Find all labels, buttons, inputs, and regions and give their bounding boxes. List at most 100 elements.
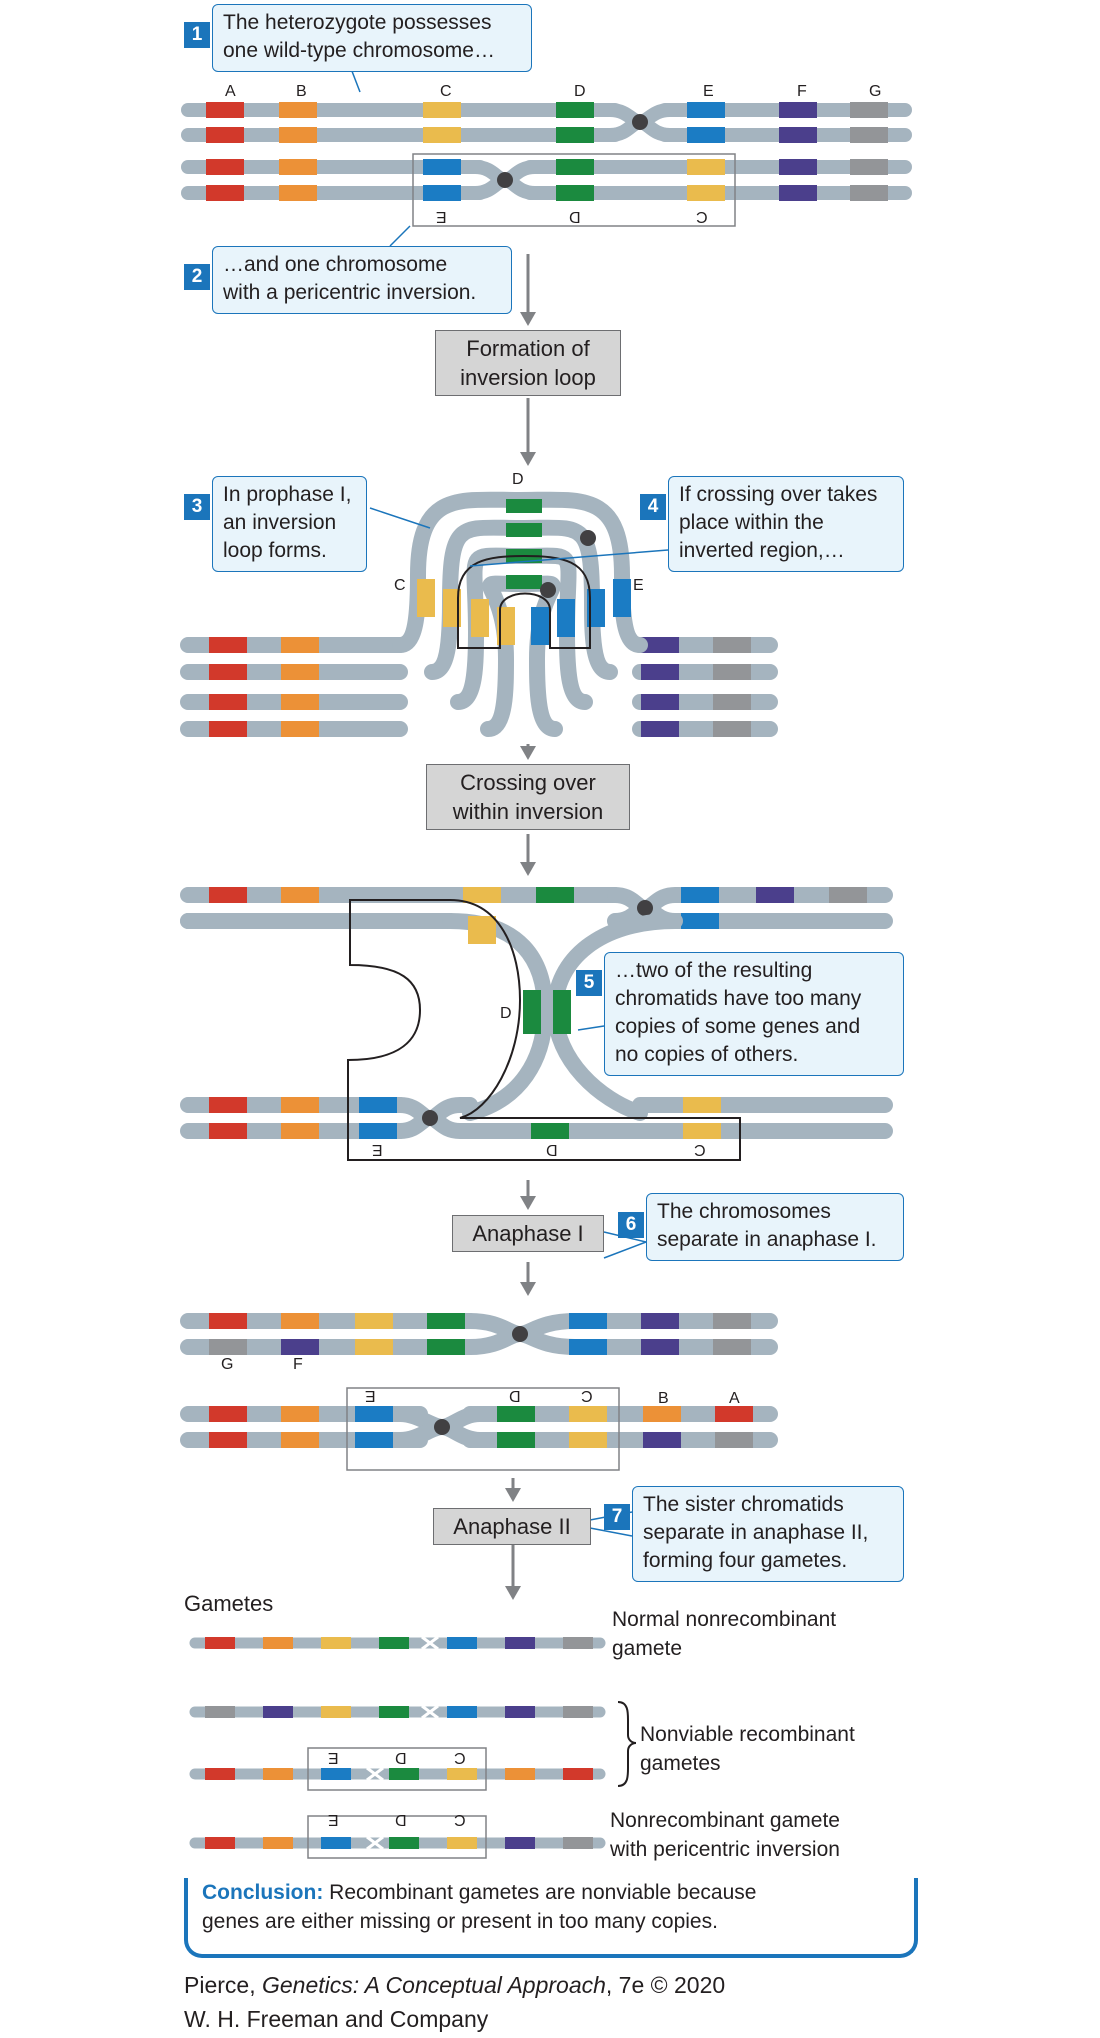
gene-band-b	[281, 1097, 319, 1113]
gene-band-g	[205, 1706, 235, 1718]
gene-band-g	[850, 102, 888, 118]
gene-label-f-anaphase: F	[293, 1356, 303, 1373]
step-number-2: 2	[184, 264, 210, 290]
gamete-centromere	[366, 1835, 384, 1851]
gene-band-d	[427, 1339, 465, 1355]
gene-label-b-anaphase: B	[658, 1390, 669, 1407]
gene-band-a	[209, 1313, 247, 1329]
step-4-line-1: Anaphase II	[453, 1514, 571, 1539]
gamete-label-recombinant-line-2: gametes	[640, 1752, 721, 1775]
gene-band-e	[681, 887, 719, 903]
gene-band-a	[206, 159, 244, 175]
gene-band-g	[713, 637, 751, 653]
gene-label-d-loop: D	[512, 471, 524, 488]
centromere	[637, 900, 653, 916]
inversion-box	[307, 1815, 487, 1859]
gene-band-d	[379, 1706, 409, 1718]
gene-label-c-gamete-4: C	[454, 1811, 466, 1828]
gene-band-g	[713, 1339, 751, 1355]
gene-band-c	[687, 185, 725, 201]
gene-band-f	[641, 1313, 679, 1329]
gene-band-e	[359, 1123, 397, 1139]
callout-7-line-1: The sister chromatids	[643, 1493, 844, 1516]
gene-band-e	[569, 1313, 607, 1329]
gene-band-f	[779, 102, 817, 118]
gene-band-c	[687, 159, 725, 175]
gene-band-b	[279, 185, 317, 201]
inversion-box	[307, 1747, 487, 1791]
gene-band-a	[206, 185, 244, 201]
gene-band-g	[829, 887, 867, 903]
gene-band-c	[463, 887, 501, 903]
callout-4-line-1: If crossing over takes	[679, 483, 878, 506]
callout-pointer	[589, 1527, 633, 1537]
inversion-box	[412, 153, 736, 227]
gene-label-d-anaphase-inverted: D	[509, 1387, 521, 1404]
gene-band-f	[779, 185, 817, 201]
gene-band-c	[468, 916, 496, 944]
gene-band-g	[563, 1706, 593, 1718]
gene-band-d	[427, 1313, 465, 1329]
callout-1-line-1: The heterozygote possesses	[223, 11, 492, 34]
gamete-centromere	[421, 1704, 439, 1720]
gene-label-e-loop: E	[633, 577, 644, 594]
gene-band-g	[563, 1837, 593, 1849]
loop-chromatid	[480, 575, 563, 737]
callout-2-box: …and one chromosome with a pericentric i…	[212, 246, 512, 314]
step-formation-of-inversion-loop: Formation of inversion loop	[435, 330, 621, 396]
gene-label-g-anaphase: G	[221, 1356, 234, 1373]
gene-band-g	[713, 694, 751, 710]
callout-3-line-3: loop forms.	[223, 539, 327, 562]
callout-5-line-1: …two of the resulting	[615, 959, 813, 982]
gene-band-d	[389, 1837, 419, 1849]
gamete-label-inversion: Nonrecombinant gamete with pericentric i…	[610, 1806, 840, 1864]
gene-band-a	[715, 1406, 753, 1422]
gamete-label-recombinant-line-1: Nonviable recombinant	[640, 1723, 855, 1746]
gamete-label-normal-line-1: Normal nonrecombinant	[612, 1608, 837, 1631]
gene-band-b	[281, 664, 319, 680]
gene-band-f	[641, 694, 679, 710]
gene-band-d	[497, 1406, 535, 1422]
gene-label-d-gamete-4: D	[395, 1811, 407, 1828]
callout-2-line-1: …and one chromosome	[223, 253, 448, 276]
gene-band-f	[779, 127, 817, 143]
gene-band-e	[587, 589, 605, 627]
gene-band-e	[321, 1768, 351, 1780]
gene-band-b	[279, 159, 317, 175]
gene-band-c	[447, 1837, 477, 1849]
gamete-label-normal: Normal nonrecombinant gamete	[612, 1605, 836, 1663]
callout-3-box: In prophase I, an inversion loop forms.	[212, 476, 367, 572]
callout-3-line-2: an inversion	[223, 511, 337, 534]
step-1-line-2: inversion loop	[460, 365, 596, 390]
gene-band-a	[209, 1097, 247, 1113]
centromere	[580, 530, 596, 546]
step-number-3: 3	[184, 494, 210, 520]
conclusion-text-2: genes are either missing or present in t…	[202, 1910, 718, 1933]
callout-4-box: If crossing over takes place within the …	[668, 476, 904, 572]
gene-band-g	[209, 1339, 247, 1355]
gene-band-b	[505, 1768, 535, 1780]
centromere	[540, 582, 556, 598]
step-number-6: 6	[618, 1212, 644, 1238]
gene-band-d	[389, 1768, 419, 1780]
gene-band-b	[263, 1837, 293, 1849]
gene-band-d	[379, 1637, 409, 1649]
recombinant-chromatid	[442, 913, 554, 1121]
gene-band-c	[569, 1406, 607, 1422]
gene-label-b: B	[296, 83, 307, 100]
gene-band-a	[206, 127, 244, 143]
credit-publisher: W. H. Freeman and Company	[184, 2006, 489, 2032]
centromere	[512, 1326, 528, 1342]
gene-band-d	[536, 887, 574, 903]
step-3-line-1: Anaphase I	[472, 1221, 584, 1246]
gametes-title: Gametes	[184, 1591, 274, 1616]
callout-pointer	[603, 1241, 647, 1259]
gene-band-d	[556, 102, 594, 118]
gene-band-e	[423, 185, 461, 201]
gene-band-e	[557, 599, 575, 637]
callout-6-box: The chromosomes separate in anaphase I.	[646, 1193, 904, 1261]
gene-label-c-inverted: C	[696, 208, 708, 225]
gene-band-e	[447, 1706, 477, 1718]
gene-band-e	[359, 1097, 397, 1113]
gene-band-c	[417, 579, 435, 617]
